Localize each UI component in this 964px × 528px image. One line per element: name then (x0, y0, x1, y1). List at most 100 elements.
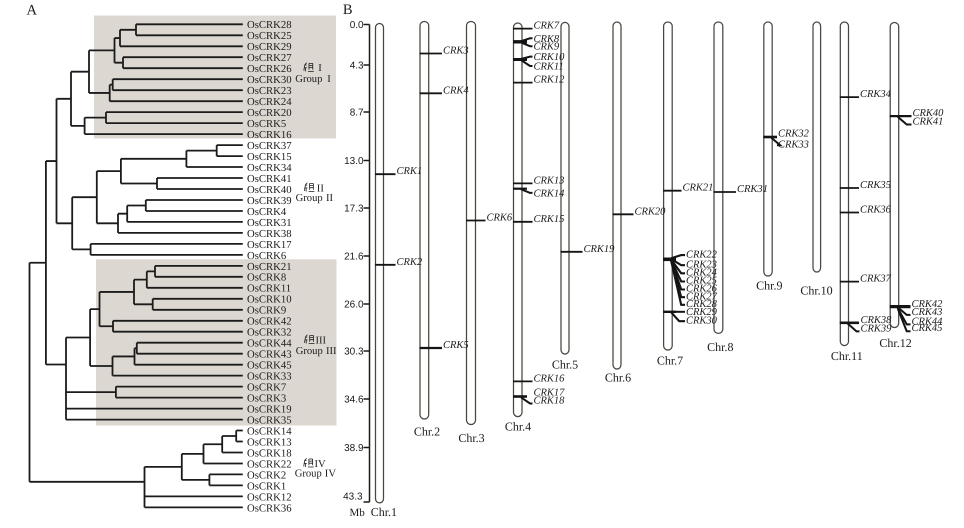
svg-text:CRK21: CRK21 (683, 183, 714, 194)
svg-text:OsCRK32: OsCRK32 (247, 327, 292, 339)
svg-text:OsCRK17: OsCRK17 (247, 239, 292, 251)
svg-text:CRK26: CRK26 (686, 284, 718, 295)
svg-text:OsCRK29: OsCRK29 (247, 41, 292, 53)
svg-text:OsCRK30: OsCRK30 (247, 74, 292, 86)
svg-text:Chr.4: Chr.4 (505, 420, 531, 434)
svg-text:Chr.2: Chr.2 (414, 425, 440, 439)
svg-text:OsCRK25: OsCRK25 (247, 30, 292, 42)
svg-text:Chr.11: Chr.11 (831, 349, 863, 363)
svg-text:CRK37: CRK37 (860, 274, 892, 285)
svg-text:OsCRK38: OsCRK38 (247, 228, 292, 240)
svg-text:CRK19: CRK19 (584, 244, 616, 255)
svg-text:26.0: 26.0 (344, 300, 364, 311)
svg-text:OsCRK44: OsCRK44 (247, 338, 292, 350)
svg-text:CRK9: CRK9 (534, 42, 560, 53)
svg-text:OsCRK3: OsCRK3 (247, 393, 286, 405)
svg-text:OsCRK35: OsCRK35 (247, 415, 292, 427)
svg-text:CRK32: CRK32 (778, 129, 810, 140)
svg-text:CRK35: CRK35 (860, 180, 891, 191)
svg-text:I: I (327, 74, 331, 85)
svg-text:OsCRK18: OsCRK18 (247, 447, 292, 459)
svg-text:CRK20: CRK20 (635, 206, 667, 217)
svg-text:OsCRK24: OsCRK24 (247, 96, 292, 108)
svg-text:Group: Group (296, 193, 323, 204)
svg-text:OsCRK28: OsCRK28 (247, 19, 292, 31)
svg-text:CRK1: CRK1 (397, 166, 423, 177)
svg-text:CRK41: CRK41 (913, 117, 944, 128)
svg-text:Group: Group (296, 346, 323, 357)
svg-text:CRK43: CRK43 (912, 307, 943, 318)
svg-text:13.0: 13.0 (344, 156, 364, 167)
svg-text:CRK18: CRK18 (534, 396, 566, 407)
svg-text:CRK38: CRK38 (861, 315, 893, 326)
svg-text:OsCRK39: OsCRK39 (247, 195, 292, 207)
svg-text:CRK4: CRK4 (443, 85, 469, 96)
svg-text:CRK13: CRK13 (534, 175, 565, 186)
svg-text:CRK34: CRK34 (860, 89, 892, 100)
svg-text:OsCRK21: OsCRK21 (247, 261, 292, 273)
svg-text:0.0: 0.0 (350, 20, 364, 31)
svg-text:8.7: 8.7 (350, 108, 364, 119)
svg-text:OsCRK16: OsCRK16 (247, 129, 292, 141)
svg-text:OsCRK5: OsCRK5 (247, 118, 286, 130)
svg-text:A: A (27, 3, 38, 19)
svg-text:CRK23: CRK23 (686, 259, 717, 270)
svg-text:Chr.5: Chr.5 (552, 358, 578, 372)
svg-text:I: I (318, 63, 322, 74)
svg-text:B: B (343, 2, 353, 18)
svg-text:CRK14: CRK14 (534, 188, 566, 199)
svg-text:CRK29: CRK29 (686, 307, 718, 318)
svg-text:43.3: 43.3 (343, 491, 363, 502)
svg-text:Chr.6: Chr.6 (605, 371, 631, 385)
svg-text:Chr.9: Chr.9 (756, 279, 782, 293)
svg-text:CRK15: CRK15 (534, 214, 565, 225)
svg-text:21.6: 21.6 (344, 252, 364, 263)
svg-text:II: II (326, 193, 334, 204)
svg-text:CRK44: CRK44 (912, 316, 944, 327)
svg-text:38.9: 38.9 (344, 443, 364, 454)
svg-text:III: III (326, 346, 337, 357)
svg-text:CRK12: CRK12 (534, 75, 566, 86)
svg-text:OsCRK11: OsCRK11 (247, 283, 291, 295)
svg-text:CRK16: CRK16 (534, 373, 566, 384)
svg-text:CRK17: CRK17 (534, 388, 566, 399)
svg-text:OsCRK10: OsCRK10 (247, 294, 292, 306)
svg-text:Chr.1: Chr.1 (371, 505, 397, 519)
svg-text:IV: IV (315, 459, 327, 470)
svg-text:IV: IV (325, 468, 337, 479)
svg-text:OsCRK37: OsCRK37 (247, 140, 292, 152)
svg-text:CRK22: CRK22 (686, 249, 718, 260)
svg-text:OsCRK40: OsCRK40 (247, 184, 292, 196)
svg-text:CRK2: CRK2 (397, 257, 423, 268)
svg-text:OsCRK20: OsCRK20 (247, 107, 292, 119)
svg-text:OsCRK13: OsCRK13 (247, 436, 292, 448)
svg-text:CRK24: CRK24 (686, 268, 718, 279)
svg-text:III: III (316, 335, 327, 346)
svg-text:Mb: Mb (350, 507, 366, 519)
svg-text:CRK5: CRK5 (443, 340, 469, 351)
svg-text:CRK27: CRK27 (686, 291, 718, 302)
svg-text:CRK7: CRK7 (534, 21, 560, 32)
svg-text:OsCRK15: OsCRK15 (247, 151, 292, 163)
svg-text:4.3: 4.3 (350, 61, 364, 72)
svg-text:Chr.3: Chr.3 (458, 431, 484, 445)
svg-text:OsCRK6: OsCRK6 (247, 250, 287, 262)
svg-text:OsCRK43: OsCRK43 (247, 349, 292, 361)
svg-text:Group: Group (295, 468, 322, 479)
svg-text:OsCRK8: OsCRK8 (247, 272, 286, 284)
svg-text:CRK11: CRK11 (534, 62, 564, 73)
svg-text:CRK42: CRK42 (912, 299, 944, 310)
svg-text:OsCRK31: OsCRK31 (247, 217, 292, 229)
svg-text:CRK8: CRK8 (534, 34, 560, 45)
svg-text:OsCRK4: OsCRK4 (247, 206, 287, 218)
svg-text:CRK6: CRK6 (487, 213, 513, 224)
svg-text:Chr.7: Chr.7 (657, 354, 683, 368)
svg-text:OsCRK23: OsCRK23 (247, 85, 292, 97)
svg-text:OsCRK41: OsCRK41 (247, 173, 292, 185)
svg-text:OsCRK12: OsCRK12 (247, 491, 292, 503)
svg-text:CRK3: CRK3 (443, 46, 469, 57)
svg-text:CRK45: CRK45 (912, 323, 943, 334)
svg-text:CRK25: CRK25 (686, 276, 717, 287)
svg-text:34.6: 34.6 (344, 395, 364, 406)
svg-text:CRK36: CRK36 (860, 205, 892, 216)
